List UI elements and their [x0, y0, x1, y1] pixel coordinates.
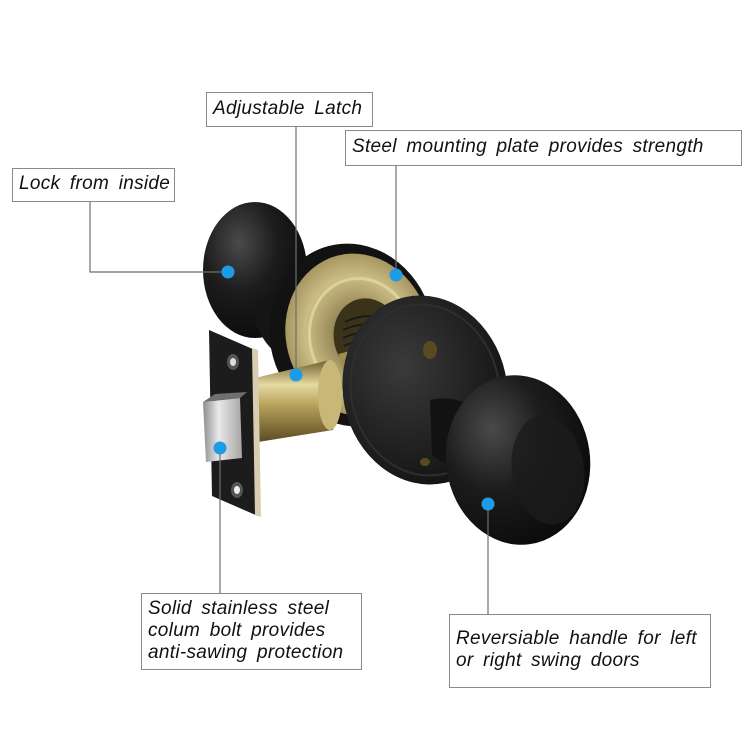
callout-text: Solid stainless steel	[148, 598, 330, 619]
callout-text: Steel mounting plate provides strength	[352, 136, 704, 157]
feature-markers	[213, 265, 495, 511]
callout-text: colum bolt provides	[148, 620, 326, 641]
latch-cylinder	[255, 360, 342, 442]
callout-mounting-plate: Steel mounting plate provides strength	[345, 130, 742, 166]
marker-lock-inside	[221, 265, 235, 279]
leader-lock-inside	[89, 202, 228, 273]
callout-lock-inside: Lock from inside	[12, 168, 175, 202]
callout-text: Reversiable handle for left	[456, 628, 697, 649]
callout-text: Lock from inside	[19, 173, 171, 194]
callout-text: or right swing doors	[456, 650, 640, 671]
marker-bolt	[213, 441, 227, 455]
callout-adjustable-latch: Adjustable Latch	[206, 92, 373, 127]
marker-mounting-plate	[389, 268, 403, 282]
callout-text: anti-sawing protection	[148, 642, 344, 663]
callout-text: Adjustable Latch	[213, 98, 363, 119]
callout-bolt: Solid stainless steel colum bolt provide…	[141, 593, 362, 670]
leader-lines	[89, 127, 489, 614]
marker-reversible	[481, 497, 495, 511]
latch-bolt	[203, 392, 247, 462]
marker-adjustable-latch	[289, 368, 303, 382]
callout-reversible: Reversiable handle for left or right swi…	[449, 614, 711, 688]
